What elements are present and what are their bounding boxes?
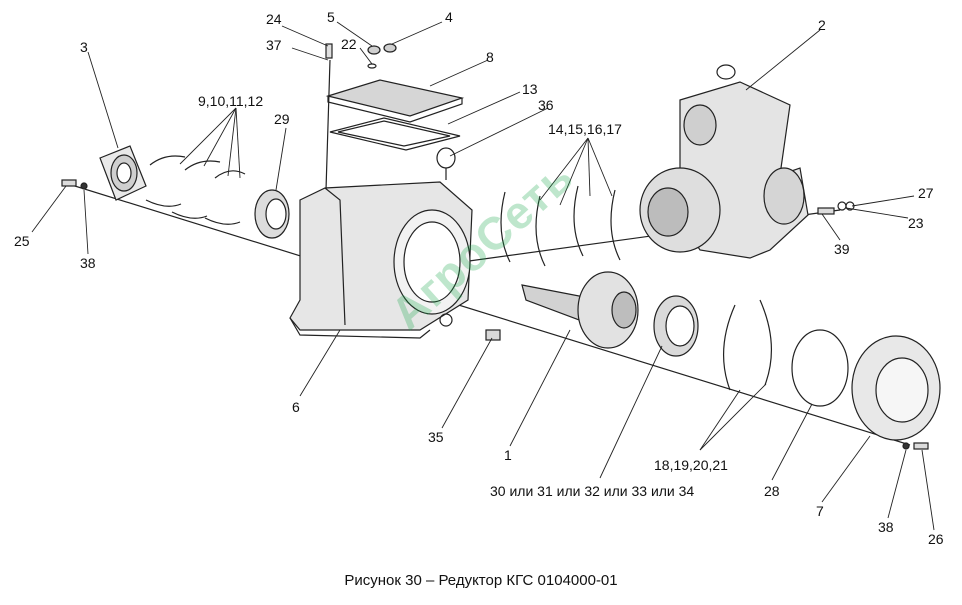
part-labels: 24 5 4 2 3 37 22 8 9,10,11,12 13 36 29 1…: [14, 9, 944, 547]
part-9-12-shims: [145, 155, 246, 225]
label-4: 4: [445, 9, 453, 25]
part-14-17-shims: [500, 185, 621, 267]
label-1: 1: [504, 447, 512, 463]
label-8: 8: [486, 49, 494, 65]
label-26: 26: [928, 531, 944, 547]
part-1-shaft: [521, 271, 639, 349]
label-38a: 38: [80, 255, 96, 271]
label-18-21: 18,19,20,21: [654, 457, 728, 473]
label-14-17: 14,15,16,17: [548, 121, 622, 137]
axis-line-main: [61, 181, 911, 446]
label-29: 29: [274, 111, 290, 127]
label-24: 24: [266, 11, 282, 27]
label-5: 5: [327, 9, 335, 25]
label-23: 23: [908, 215, 924, 231]
label-27: 27: [918, 185, 934, 201]
label-22: 22: [341, 36, 357, 52]
label-28: 28: [764, 483, 780, 499]
part-36-eyebolt: [436, 147, 456, 180]
part-8-cover: [325, 79, 465, 123]
label-3: 3: [80, 39, 88, 55]
label-37: 37: [266, 37, 282, 53]
fasteners-bottom-right: [902, 442, 929, 450]
part-28-oring: [791, 329, 849, 407]
axis-line-vertical: [325, 59, 331, 191]
part-2-gearbox: [639, 64, 809, 259]
part-35-plug: [439, 313, 501, 341]
label-6: 6: [292, 399, 300, 415]
fasteners-right: [817, 201, 855, 215]
label-25: 25: [14, 233, 30, 249]
leader-lines: [31, 21, 935, 531]
label-38b: 38: [878, 519, 894, 535]
label-2: 2: [818, 17, 826, 33]
part-7-cap: [851, 335, 941, 441]
label-7: 7: [816, 503, 824, 519]
part-6-housing: [289, 181, 473, 339]
label-35: 35: [428, 429, 444, 445]
label-36: 36: [538, 97, 554, 113]
part-29-bearing: [254, 189, 290, 239]
part-30-34-ring: [653, 295, 699, 357]
fasteners-left: [61, 179, 88, 190]
part-18-21-shims: [723, 299, 772, 391]
part-13-gasket: [329, 117, 461, 151]
label-9-12: 9,10,11,12: [198, 93, 263, 109]
label-13: 13: [522, 81, 538, 97]
label-30-34: 30 или 31 или 32 или 33 или 34: [490, 483, 694, 499]
figure-caption: Рисунок 30 – Редуктор КГС 0104000-01: [344, 572, 618, 589]
label-39: 39: [834, 241, 850, 257]
part-3-flange: [99, 145, 147, 201]
small-fasteners-top: [325, 43, 397, 69]
